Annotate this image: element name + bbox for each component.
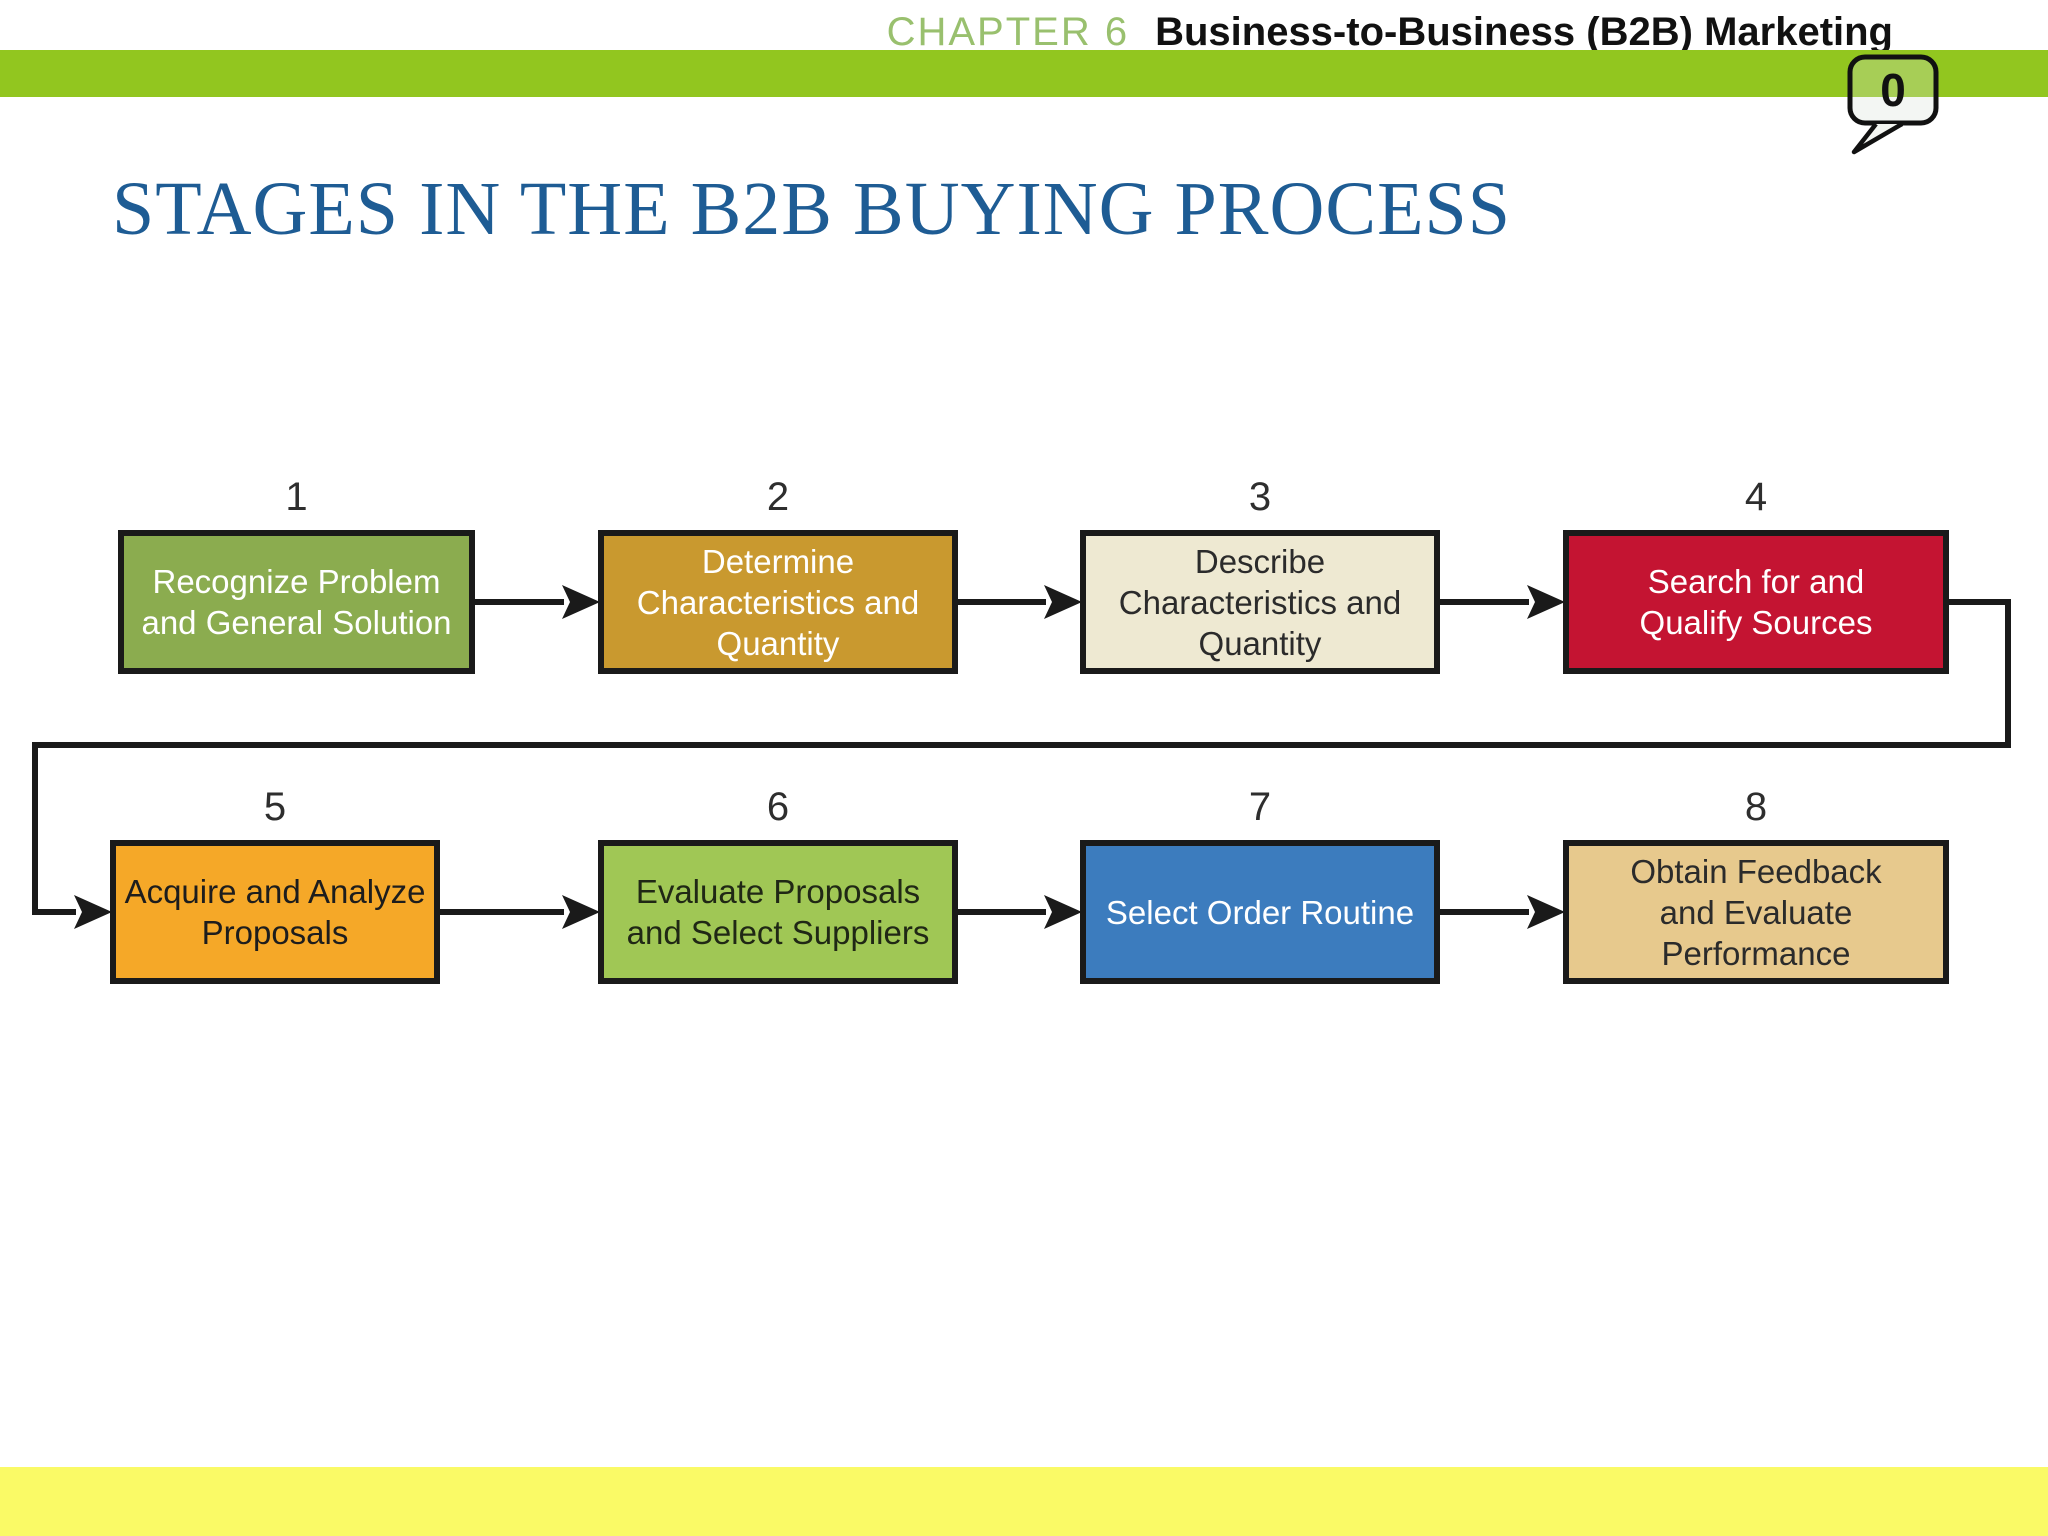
step-number: 1: [285, 475, 308, 519]
flow-step-label: Evaluate Proposals and Select Suppliers: [626, 873, 930, 951]
flow-step-6-evaluate-proposals: Evaluate Proposals and Select Suppliers: [598, 840, 958, 984]
flow-step-label: Select Order Routine: [1105, 893, 1415, 931]
flow-step-label: Recognize Problem and General Solution: [141, 563, 452, 641]
slide-number: 0: [1880, 64, 1906, 116]
flow-step-8-obtain-feedback: Obtain Feedback and Evaluate Performance: [1563, 840, 1949, 984]
flow-step-1-recognize-problem: Recognize Problem and General Solution: [118, 530, 475, 674]
footer-bar: [0, 1467, 2048, 1536]
flow-step-label: Obtain Feedback and Evaluate Performance: [1630, 852, 1882, 972]
flow-step-label: Describe Characteristics and Quantity: [1118, 542, 1402, 662]
flow-step-label: Search for and Qualify Sources: [1639, 563, 1873, 641]
speech-bubble-icon: [1847, 54, 1939, 155]
flow-step-2-determine-characteristics: Determine Characteristics and Quantity: [598, 530, 958, 674]
flow-step-7-select-order-routine: Select Order Routine: [1080, 840, 1440, 984]
flow-step-4-search-qualify-sources: Search for and Qualify Sources: [1563, 530, 1949, 674]
flow-step-3-describe-characteristics: Describe Characteristics and Quantity: [1080, 530, 1440, 674]
page-title: STAGES IN THE B2B BUYING PROCESS: [112, 167, 1512, 251]
header: CHAPTER 6 Business-to-Business (B2B) Mark…: [0, 10, 1893, 55]
flow-step-label: Determine Characteristics and Quantity: [636, 542, 920, 662]
chapter-title: Business-to-Business (B2B) Marketing: [1155, 10, 1893, 54]
flow-step-label: Acquire and Analyze Proposals: [124, 873, 426, 951]
slide-number-bubble: 0: [1840, 50, 1945, 160]
step-number: 2: [766, 475, 790, 519]
step-number: 3: [1248, 475, 1272, 519]
flow-step-5-acquire-analyze-proposals: Acquire and Analyze Proposals: [110, 840, 440, 984]
step-number: 4: [1744, 475, 1768, 519]
chapter-label: CHAPTER 6: [886, 10, 1130, 54]
step-number: 8: [1744, 785, 1768, 829]
step-number: 7: [1248, 785, 1272, 829]
step-number: 6: [766, 785, 790, 829]
header-bar: [0, 50, 2048, 97]
step-number: 5: [263, 785, 287, 829]
